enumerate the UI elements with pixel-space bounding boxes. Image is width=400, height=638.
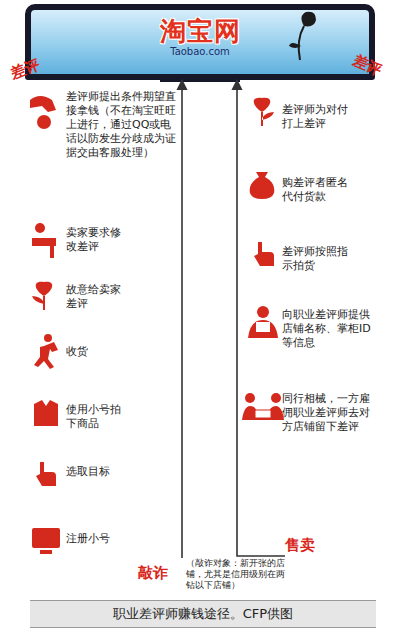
person-id-icon [248, 320, 278, 338]
figure-caption: 职业差评师赚钱途径。CFP供图 [30, 600, 376, 628]
route-name: 售卖 [285, 536, 315, 555]
route-name: 敲诈 [138, 564, 168, 583]
running-person-head [44, 334, 52, 342]
step-text: 差评师按照指示拍货 [282, 245, 352, 273]
hand-coin-icon [30, 96, 56, 112]
desk-leg-icon [50, 246, 54, 258]
handshake-icon [242, 406, 284, 420]
contract-icon [255, 410, 271, 418]
desk-person-head [35, 223, 45, 233]
step-text: 购差评者匿名代付货款 [282, 176, 352, 204]
person-left-head [245, 393, 255, 403]
step-icons [30, 96, 284, 554]
monitor-screen: 淘宝网Taobao.com [25, 4, 375, 80]
step-text: 选取目标 [66, 465, 126, 479]
step-text: 故意给卖家差评 [66, 283, 126, 311]
running-person-icon [34, 342, 58, 369]
step-text: 使用小号拍下商品 [66, 403, 128, 431]
selling-node: 售卖 [285, 536, 325, 556]
step-text: 向职业差评师提供店铺名称、掌柜ID等信息 [282, 308, 378, 350]
id-card-icon [256, 322, 270, 332]
desk-person-icon [32, 238, 56, 246]
computer-stand [40, 550, 52, 554]
jacket-icon [34, 400, 58, 426]
flow-connector [181, 80, 183, 558]
flower-icon [32, 282, 52, 310]
cursor-hand-icon [36, 462, 56, 486]
site-logo: 淘宝网 [31, 16, 369, 46]
money-bag-icon [250, 172, 275, 199]
coin-icon [37, 115, 51, 129]
step-text: 同行相械，一方雇佣职业差评师去对方店铺留下差评 [282, 392, 378, 434]
step-text: 注册小号 [66, 532, 126, 546]
step-text: 卖家要求修改差评 [66, 226, 126, 254]
extortion-node: 敲诈 （敲诈对象：新开张的店铺，尤其是信用级别在两钻以下店铺） [138, 558, 288, 594]
flow-connector [237, 80, 285, 556]
person-right-head [271, 393, 281, 403]
step-text: 差评师为对付打上差评 [282, 103, 352, 131]
site-url: Taobao.com [31, 46, 369, 58]
computer-icon [32, 528, 60, 548]
route-note: （敲诈对象：新开张的店铺，尤其是信用级别在两钻以下店铺） [186, 558, 288, 591]
step-text: 差评师提出条件期望直接拿钱（不在淘宝旺旺上进行，通过QQ或电话以防发生分歧成为证… [66, 90, 176, 160]
flower-icon [254, 98, 274, 126]
step-text: 收货 [66, 345, 126, 359]
person-id-head [257, 306, 269, 318]
cursor-hand-icon [254, 242, 274, 266]
